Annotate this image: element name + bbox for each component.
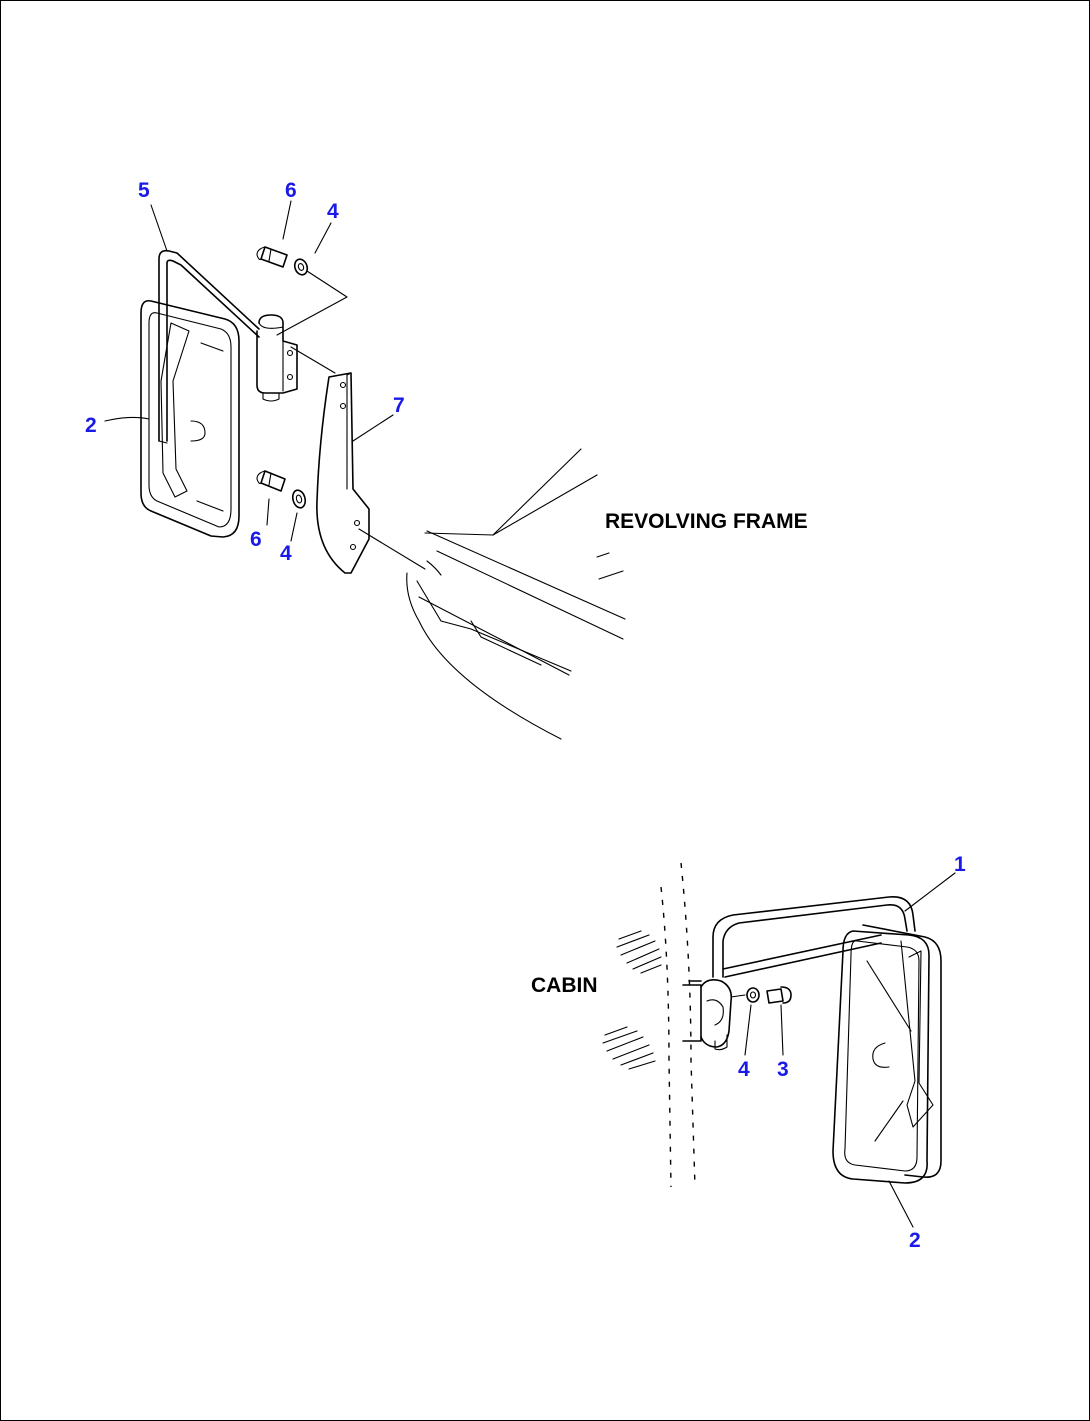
- revolving-frame-outline: [406, 448, 626, 740]
- callout-6-lower: 6: [250, 528, 262, 551]
- top-bolt-6a: [256, 246, 288, 268]
- top-mirror: [140, 299, 240, 538]
- revolving-frame-label: REVOLVING FRAME: [605, 510, 808, 533]
- top-bolt-6b: [256, 470, 286, 492]
- callout-2-bottom: 2: [909, 1229, 921, 1252]
- callout-4-lower: 4: [280, 542, 292, 565]
- cabin-label: CABIN: [531, 974, 598, 997]
- top-washer-4a: [293, 258, 309, 276]
- callout-4-bottom: 4: [738, 1058, 750, 1081]
- top-washer-4b: [291, 489, 307, 509]
- top-mount-bracket: [316, 372, 370, 574]
- bottom-mirror: [832, 924, 942, 1184]
- callout-7: 7: [393, 394, 405, 417]
- callout-1: 1: [954, 853, 966, 876]
- top-hinge-block: [256, 314, 298, 402]
- callout-4-top: 4: [327, 200, 339, 223]
- bottom-bolt-3: [766, 986, 792, 1004]
- top-assembly: [104, 200, 426, 574]
- callout-3: 3: [777, 1058, 789, 1081]
- callout-2-top: 2: [85, 414, 97, 437]
- bottom-mirror-arm: [712, 896, 916, 978]
- bottom-assembly: [602, 862, 956, 1228]
- bottom-mount-base: [682, 979, 733, 1051]
- callout-5: 5: [138, 179, 150, 202]
- callout-6-top: 6: [285, 179, 297, 202]
- cabin-hatch-patches: [602, 930, 662, 1070]
- top-mirror-arm: [158, 249, 260, 444]
- bottom-washer-4: [746, 987, 760, 1003]
